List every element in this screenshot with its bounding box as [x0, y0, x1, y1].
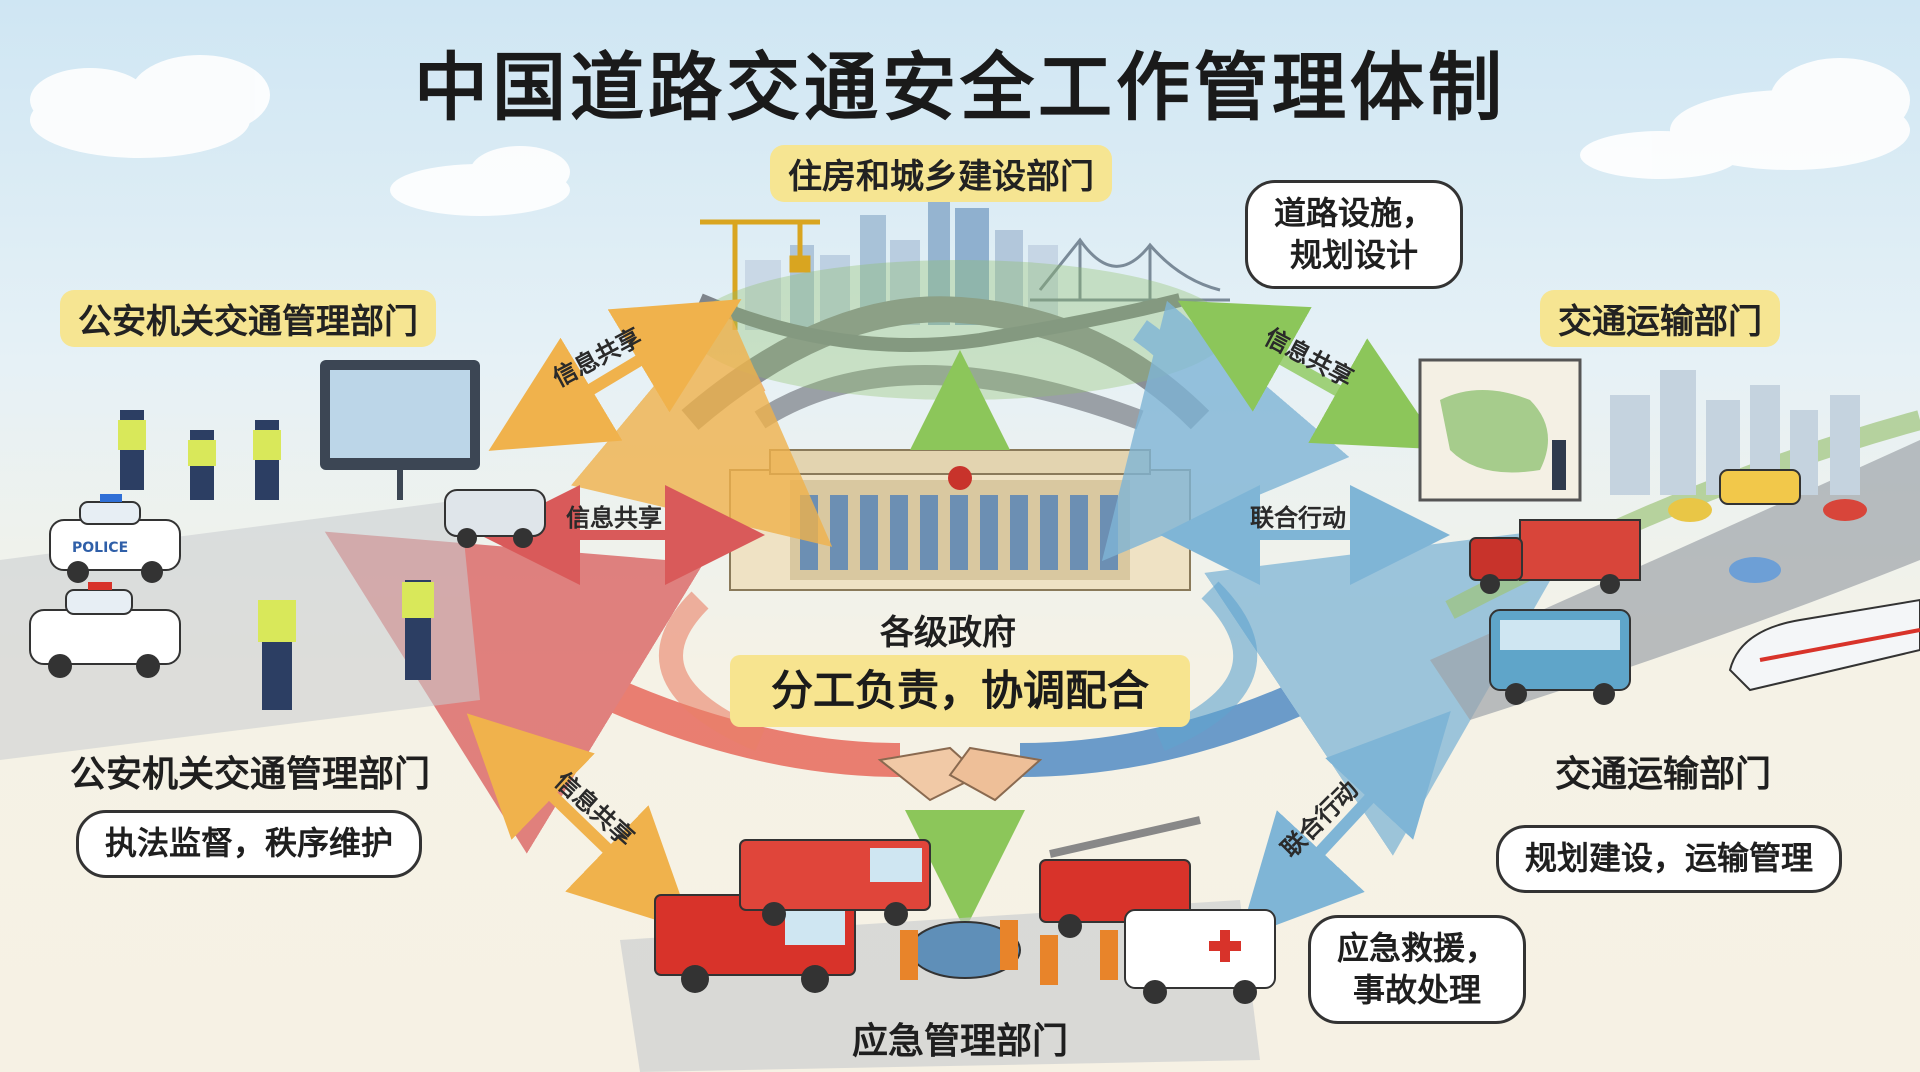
cloud-right	[1580, 58, 1910, 179]
high-speed-train	[1728, 598, 1920, 692]
housing-dept-label: 住房和城乡建设部门	[770, 145, 1112, 202]
police-car: POLICE	[49, 494, 181, 583]
ambulance	[1124, 909, 1276, 1004]
principle-banner: 分工负责，协调配合	[730, 655, 1190, 727]
blue-flow-arrow-upper	[1155, 581, 1258, 752]
fire-truck-1	[654, 894, 856, 993]
police-car-2	[29, 582, 181, 678]
suv	[444, 489, 546, 548]
police-dept-label-bottom: 公安机关交通管理部门	[70, 754, 431, 795]
cloud-left	[30, 55, 570, 216]
emergency-dept-label: 应急管理部门	[852, 1021, 1069, 1062]
emergency-duty-line2: 事故处理	[1353, 970, 1482, 1009]
yellow-bus	[1719, 469, 1801, 505]
transport-scene	[1418, 358, 1920, 720]
police-car-label: POLICE	[72, 540, 128, 556]
government-building	[729, 430, 1191, 591]
transport-dept-label-top: 交通运输部门	[1540, 290, 1780, 347]
handshake	[877, 746, 1043, 802]
label-police-gov: 信息共享	[566, 504, 662, 532]
truck	[1469, 519, 1641, 594]
emergency-duty-bubble: 应急救援， 事故处理	[1308, 915, 1527, 1025]
emergency-scene	[620, 816, 1276, 1072]
link-arrow-police-emergency	[466, 713, 694, 932]
suspension-bridge	[1030, 237, 1230, 302]
housing-duty-line2: 规划设计	[1290, 235, 1419, 274]
link-arrow-transport-emergency	[1239, 711, 1451, 939]
emergency-duty-line1: 应急救援，	[1337, 929, 1498, 967]
link-arrow-police-housing	[488, 299, 742, 451]
red-flow-arrow-upper	[658, 591, 765, 752]
government-label: 各级政府	[880, 613, 1016, 653]
transport-duty-bubble: 规划建设，运输管理	[1496, 825, 1843, 893]
orange-curve-left	[570, 300, 833, 547]
housing-duty-line1: 道路设施，	[1274, 194, 1435, 232]
label-gov-transport: 联合行动	[1250, 504, 1346, 532]
housing-duty-bubble: 道路设施， 规划设计	[1245, 180, 1464, 290]
page-title: 中国道路交通安全工作管理体制	[414, 45, 1506, 131]
transport-dept-label-bottom: 交通运输部门	[1555, 754, 1772, 795]
police-scene: POLICE	[0, 360, 546, 760]
police-duty-bubble: 执法监督，秩序维护	[76, 810, 423, 878]
rescue-workers	[900, 920, 1118, 985]
blue-flow-arrow	[1019, 525, 1582, 856]
link-arrow-housing-transport	[1177, 300, 1443, 450]
police-dept-label-top: 公安机关交通管理部门	[60, 290, 436, 347]
bus	[1489, 609, 1631, 705]
fire-truck-2	[739, 839, 931, 926]
